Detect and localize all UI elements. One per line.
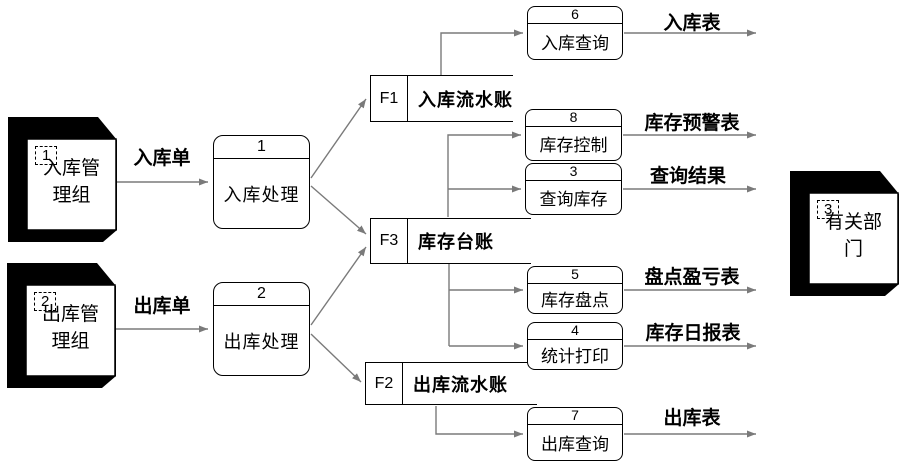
flow-label-stock-warning-table: 库存预警表 bbox=[644, 113, 740, 134]
entity-inbound-mgmt-group: 入库管 理组 1 bbox=[5, 116, 119, 244]
datastore-id: F3 bbox=[371, 219, 408, 263]
process-number: 6 bbox=[528, 7, 622, 24]
process-number: 7 bbox=[528, 408, 622, 425]
flow-label-outbound-table: 出库表 bbox=[663, 408, 721, 429]
process-outbound-query: 7 出库查询 bbox=[527, 407, 623, 461]
process-number: 4 bbox=[528, 323, 622, 340]
entity-outbound-mgmt-group: 出库管 理组 2 bbox=[4, 262, 118, 390]
entity-related-departments: 有关部 门 3 bbox=[787, 170, 901, 298]
entity-label: 有关部 门 bbox=[824, 212, 882, 260]
process-inbound-processing: 1 入库处理 bbox=[213, 135, 310, 229]
process-query-stock: 3 查询库存 bbox=[525, 163, 622, 215]
flow-label-inbound-table: 入库表 bbox=[663, 13, 721, 34]
datastore-id: F1 bbox=[371, 76, 408, 121]
process-label: 出库查询 bbox=[541, 435, 609, 454]
process-stock-control: 8 库存控制 bbox=[525, 109, 622, 161]
process-label: 入库处理 bbox=[223, 184, 300, 205]
process-inbound-query: 6 入库查询 bbox=[527, 6, 623, 60]
datastore-label: 入库流水账 bbox=[418, 89, 513, 110]
flow-label-stock-daily-table: 库存日报表 bbox=[645, 323, 741, 344]
process-label: 出库处理 bbox=[223, 331, 300, 352]
process-label: 库存控制 bbox=[539, 136, 608, 155]
flow-label-stocktake-pl-table: 盘点盈亏表 bbox=[644, 267, 740, 288]
flow-label-inbound-order: 入库单 bbox=[133, 148, 191, 169]
process-number: 5 bbox=[528, 267, 622, 284]
process-label: 统计打印 bbox=[541, 347, 609, 366]
datastore-label: 库存台账 bbox=[418, 232, 494, 252]
process-stats-print: 4 统计打印 bbox=[527, 322, 623, 370]
entity-id-badge: 1 bbox=[35, 146, 58, 165]
process-number: 1 bbox=[214, 136, 309, 159]
entity-id-badge: 3 bbox=[817, 200, 840, 219]
datastore-stock-ledger: F3 库存台账 bbox=[370, 218, 531, 264]
flow-label-outbound-order: 出库单 bbox=[133, 296, 191, 317]
datastore-outbound-journal: F2 出库流水账 bbox=[365, 362, 537, 405]
entity-id-badge: 2 bbox=[34, 292, 57, 311]
process-number: 8 bbox=[526, 110, 621, 127]
process-number: 3 bbox=[526, 164, 621, 181]
datastore-id: F2 bbox=[366, 363, 403, 404]
process-label: 入库查询 bbox=[541, 34, 609, 53]
datastore-label: 出库流水账 bbox=[413, 374, 508, 395]
process-stocktaking: 5 库存盘点 bbox=[527, 266, 623, 314]
process-outbound-processing: 2 出库处理 bbox=[213, 282, 310, 376]
flow-label-query-result: 查询结果 bbox=[649, 166, 726, 187]
process-number: 2 bbox=[214, 283, 309, 306]
process-label: 库存盘点 bbox=[541, 291, 609, 310]
process-label: 查询库存 bbox=[539, 190, 608, 209]
datastore-inbound-journal: F1 入库流水账 bbox=[370, 75, 513, 122]
